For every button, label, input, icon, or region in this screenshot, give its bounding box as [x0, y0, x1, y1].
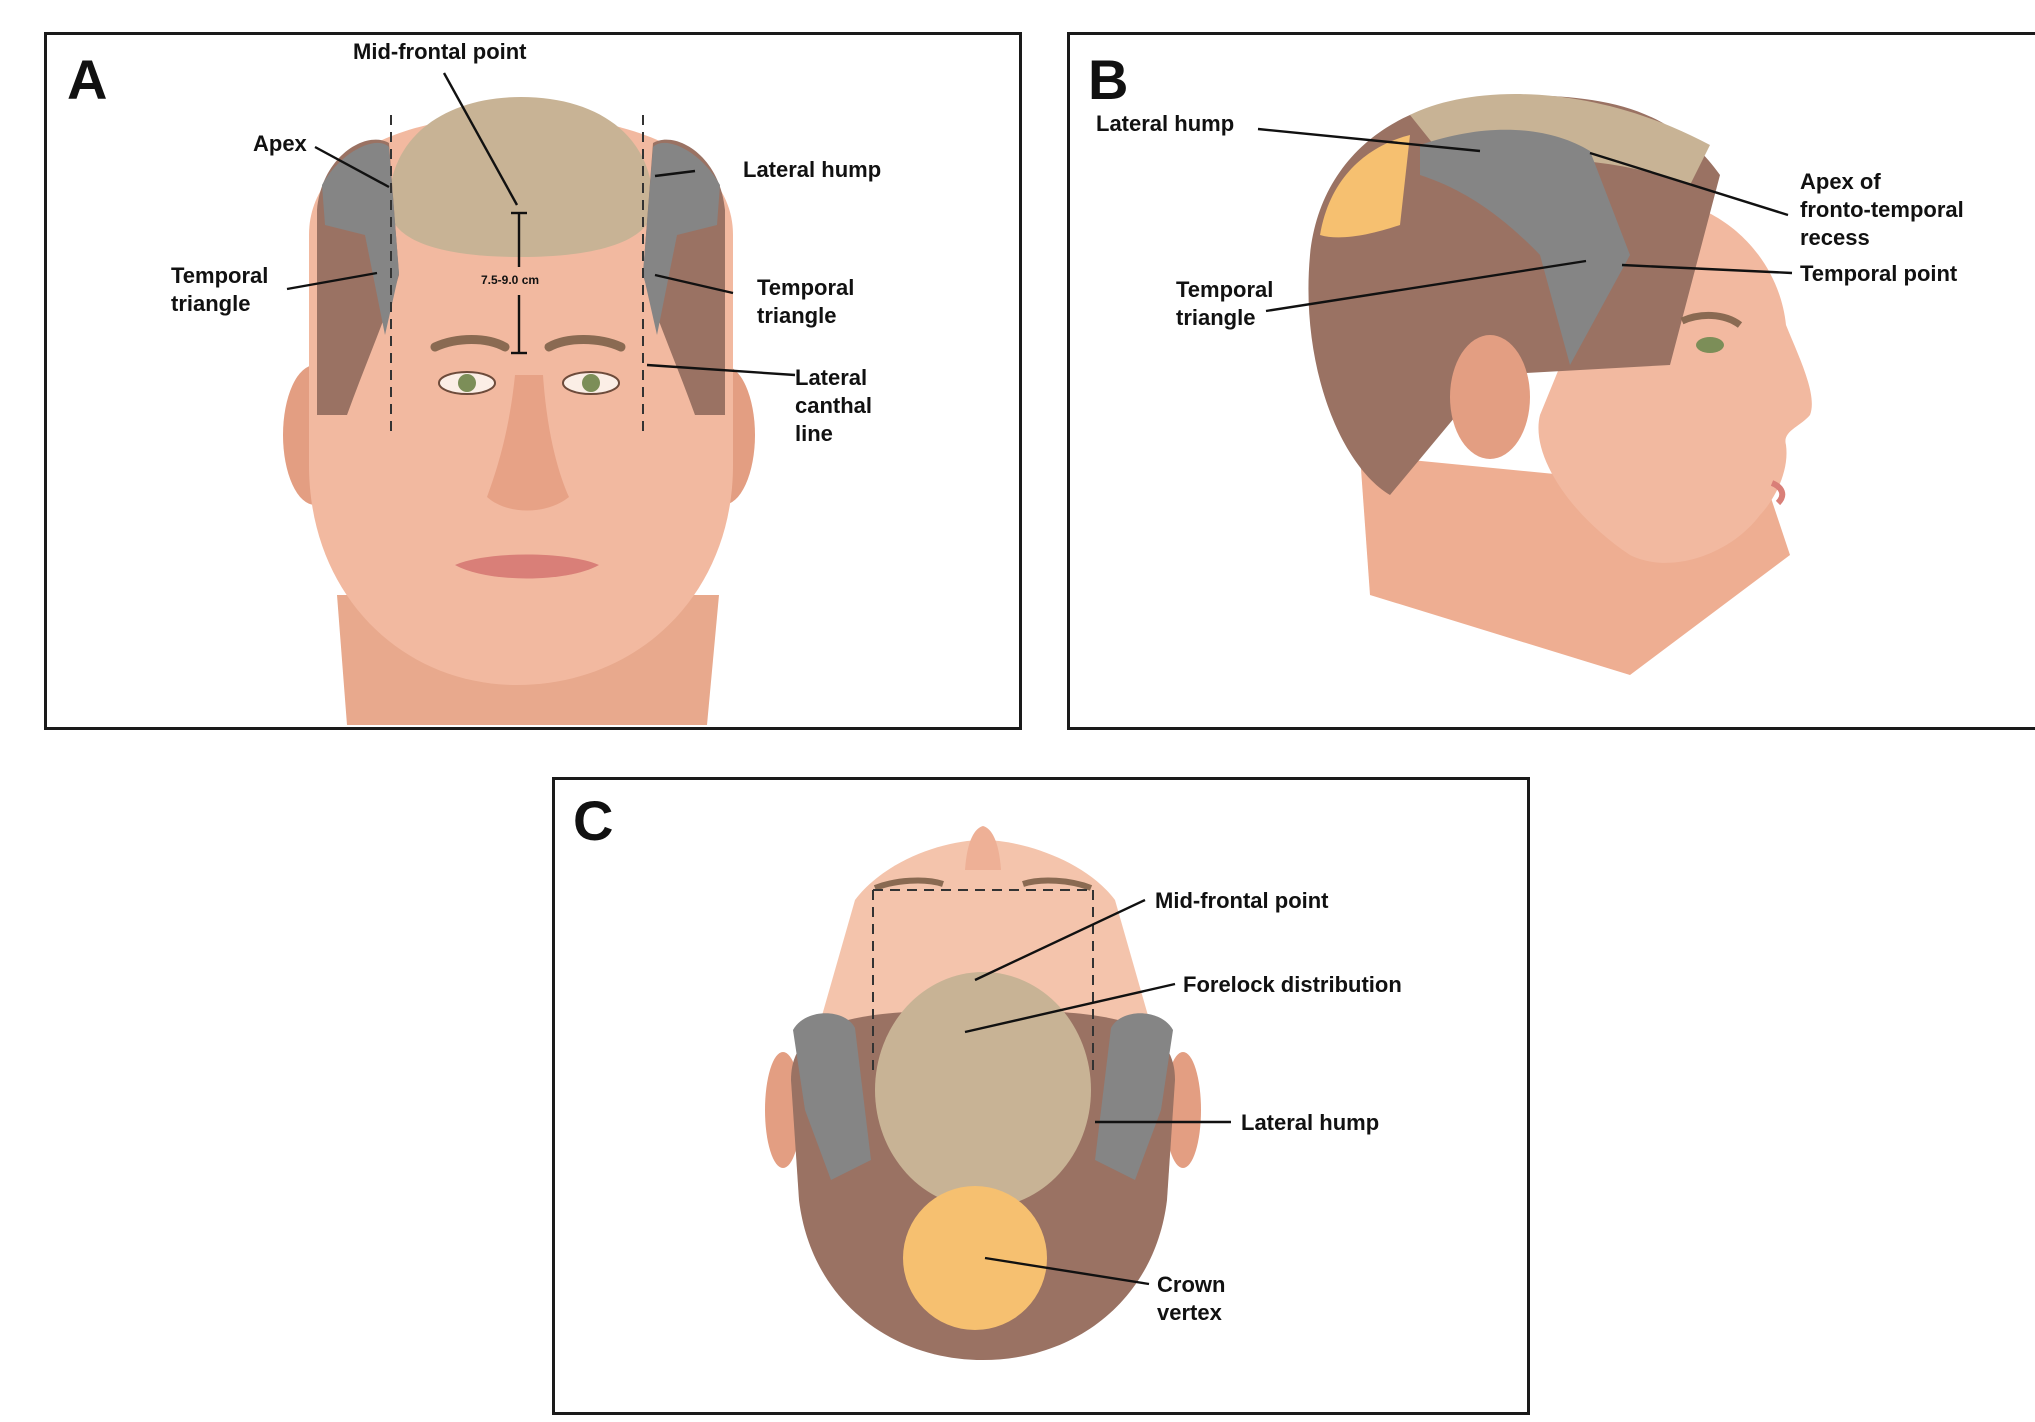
panel-c-letter: C — [573, 789, 613, 852]
crown-zone-top — [903, 1186, 1047, 1330]
temporal-triangle-left-leader — [286, 271, 378, 291]
left-eyebrow-top — [873, 877, 944, 891]
mid-frontal-leader-c — [974, 898, 1146, 982]
lateral-canthal-label-1: Lateral — [795, 365, 867, 390]
panel-b-diagram: B Lateral hump Apex of fronto-temporal r… — [1088, 48, 1964, 675]
lateral-hump-label-b: Lateral hump — [1096, 111, 1234, 136]
crown-label-1: Crown — [1157, 1272, 1225, 1297]
temporal-triangle-label-b-1: Temporal — [1176, 277, 1273, 302]
temporal-triangle-right-label-2: triangle — [757, 303, 836, 328]
right-eyebrow — [544, 335, 626, 352]
eye-lateral — [1696, 337, 1724, 353]
panel-b-lateral-view: B Lateral hump Apex of fronto-temporal r… — [1067, 32, 2035, 730]
temporal-triangle-right-label-1: Temporal — [757, 275, 854, 300]
forelock-zone — [389, 97, 653, 257]
apex-leader — [314, 145, 390, 189]
temporal-point-leader — [1621, 263, 1793, 275]
apex-label-b-2: fronto-temporal — [1800, 197, 1964, 222]
apex-leader-b — [1589, 151, 1789, 217]
top-head-illustration — [765, 826, 1201, 1360]
mouth — [455, 554, 599, 579]
panel-a-diagram: A — [67, 39, 881, 725]
scalp-back — [1308, 95, 1720, 495]
eyebrow-lateral — [1680, 312, 1743, 328]
temporal-triangle-label-b-2: triangle — [1176, 305, 1255, 330]
temporal-point-label: Temporal point — [1800, 261, 1958, 286]
lateral-canthal-label-2: canthal — [795, 393, 872, 418]
left-eyebrow — [430, 335, 510, 352]
crown-leader — [984, 1256, 1150, 1286]
temporal-triangle-left-label-2: triangle — [171, 291, 250, 316]
lateral-hump-leader-b — [1257, 127, 1481, 153]
right-eyebrow-top — [1022, 877, 1093, 891]
measurement-bar — [511, 211, 527, 355]
measurement-label: 7.5-9.0 cm — [481, 273, 539, 287]
lateral-canthal-label-3: line — [795, 421, 833, 446]
forelock-label: Forelock distribution — [1183, 972, 1402, 997]
panel-b-letter: B — [1088, 48, 1128, 111]
crown-label-2: vertex — [1157, 1300, 1223, 1325]
mid-frontal-leader — [442, 72, 519, 206]
apex-label-b-1: Apex of — [1800, 169, 1881, 194]
apex-label-b-3: recess — [1800, 225, 1870, 250]
right-gray-zone — [643, 142, 720, 335]
panel-c-diagram: C Mid-frontal point Forelock distributio… — [573, 789, 1402, 1360]
lateral-head-illustration — [1308, 94, 1812, 675]
temporal-triangle-right-leader — [654, 273, 734, 295]
forelock-zone-top — [875, 972, 1091, 1208]
lateral-hump-zone — [1420, 129, 1630, 365]
apex-label: Apex — [253, 131, 308, 156]
right-iris — [582, 374, 600, 392]
right-gray-zone-top — [1095, 1013, 1173, 1180]
nose-top — [965, 826, 1001, 870]
lips-lateral — [1770, 480, 1786, 506]
lateral-hump-leader — [654, 169, 696, 178]
ear-lateral — [1450, 335, 1530, 459]
forelock-leader — [964, 982, 1176, 1034]
panel-a-letter: A — [67, 48, 107, 111]
mid-frontal-point-label: Mid-frontal point — [353, 39, 527, 64]
lateral-hump-label: Lateral hump — [743, 157, 881, 182]
mid-frontal-point-label-c: Mid-frontal point — [1155, 888, 1329, 913]
temporal-triangle-leader-b — [1265, 259, 1587, 313]
temporal-triangle-left-label-1: Temporal — [171, 263, 268, 288]
left-iris — [458, 374, 476, 392]
lateral-canthal-leader — [646, 363, 796, 377]
nose — [487, 375, 569, 511]
lateral-hump-label-c: Lateral hump — [1241, 1110, 1379, 1135]
crown-zone-lateral — [1320, 135, 1410, 238]
left-gray-zone — [322, 142, 399, 335]
left-gray-zone-top — [793, 1013, 871, 1180]
frontal-head-illustration — [283, 97, 755, 725]
panel-c-top-view: C Mid-frontal point Forelock distributio… — [552, 777, 1530, 1415]
panel-a-frontal-view: A — [44, 32, 1022, 730]
